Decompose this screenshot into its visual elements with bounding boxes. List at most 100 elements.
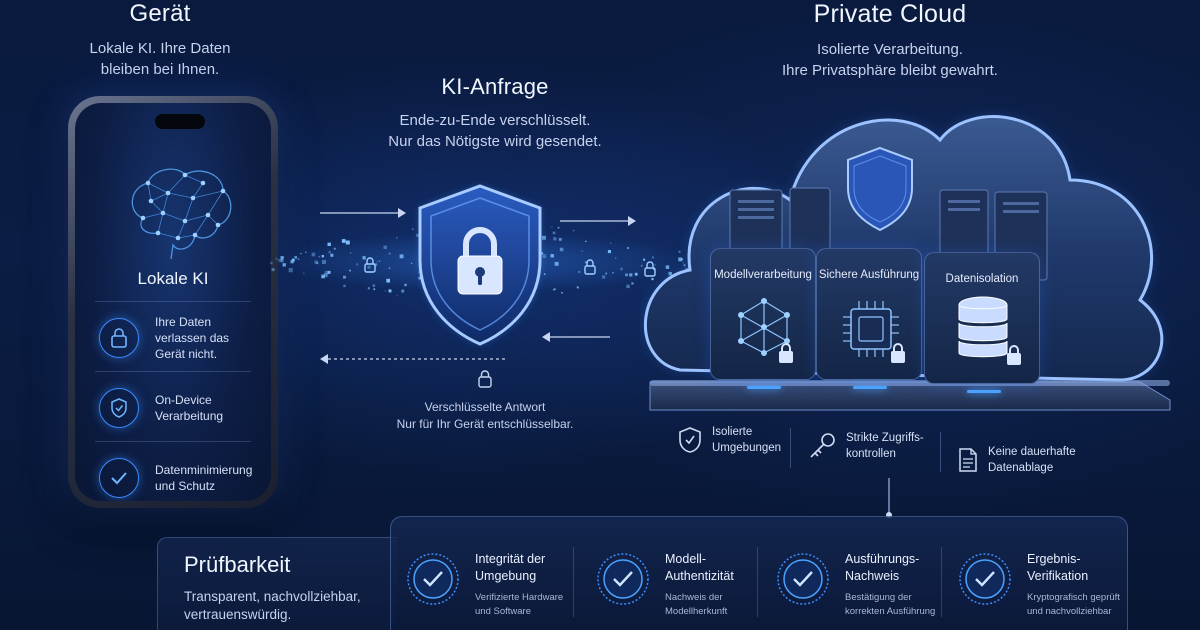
stream-particle [291, 258, 294, 261]
stream-particle [345, 240, 350, 245]
phone-notch [155, 114, 205, 129]
stream-particle [543, 273, 546, 275]
status-light [747, 386, 781, 389]
stream-particle [631, 282, 634, 285]
response-line2: Nur für Ihr Gerät entschlüsselbar. [396, 417, 574, 431]
stream-particle [396, 237, 398, 239]
stream-particle [605, 272, 607, 275]
stream-particle [367, 265, 371, 269]
stream-particle [328, 250, 331, 254]
feature-line: Strikte Zugriffs- [846, 432, 924, 444]
stream-particle [552, 288, 555, 291]
shield-check-icon [679, 427, 701, 453]
stream-particle [550, 254, 554, 258]
device-title: Gerät [129, 0, 191, 27]
stream-particle [343, 284, 346, 288]
feature-line: Verarbeitung [155, 409, 224, 423]
stream-particle [356, 263, 359, 266]
stream-particle [609, 242, 612, 244]
stream-particle [318, 255, 320, 258]
stream-particle [553, 288, 556, 291]
cloud-feature-access: Strikte Zugriffs- kontrollen [808, 430, 924, 462]
document-icon [959, 448, 977, 472]
stream-particle [376, 261, 378, 263]
stream-particle [374, 263, 378, 267]
stream-particle [388, 289, 392, 293]
stream-particle [625, 273, 628, 277]
stream-particle [653, 268, 656, 271]
cloud-title: Private Cloud [813, 0, 967, 28]
stream-particle [602, 275, 606, 279]
phone-feature-text: Ihre Daten verlassen das Gerät nicht. [155, 314, 229, 362]
audit-item-title: Integrität der [475, 552, 546, 566]
request-title: KI-Anfrage [441, 74, 549, 99]
request-header: KI-Anfrage Ende-zu-Ende verschlüsselt. N… [350, 74, 640, 152]
module-label: Modellverarbeitung [714, 269, 812, 281]
stream-particle [561, 292, 563, 294]
stream-particle [578, 271, 581, 273]
stream-particle [294, 256, 297, 259]
stream-particle [634, 272, 638, 276]
audit-item-desc: und Software [475, 606, 531, 617]
feature-line: On-Device [155, 393, 212, 407]
stream-particle [682, 262, 684, 264]
phone-feature-text: On-Device Verarbeitung [155, 392, 223, 424]
stream-particle [629, 273, 633, 277]
audit-subtitle: Transparent, nachvollziehbar, vertrauens… [184, 588, 361, 624]
stream-particle [553, 237, 557, 241]
divider [95, 441, 251, 442]
stream-particle [418, 271, 420, 273]
check-circle-icon [777, 553, 829, 605]
check-circle-icon [597, 553, 649, 605]
chip-icon [843, 301, 905, 363]
stream-particle [542, 254, 547, 258]
stream-particle [379, 260, 381, 262]
stream-particle [305, 251, 307, 254]
divider [940, 432, 941, 472]
audit-item-title: Modell- [665, 552, 706, 566]
stream-particle [418, 276, 422, 280]
stream-particle [640, 264, 643, 267]
stream-particle [627, 247, 630, 250]
stream-particle [396, 295, 398, 297]
network-icon [738, 298, 793, 363]
arrow-left-dashed-icon [320, 354, 508, 364]
stream-particle [303, 272, 305, 275]
stream-particle [581, 250, 583, 252]
divider [941, 547, 942, 617]
audit-item-title: Authentizität [665, 569, 734, 583]
stream-particle [542, 235, 546, 240]
stream-particle [367, 287, 370, 290]
stream-particle [559, 247, 564, 252]
audit-item-desc: Kryptografisch geprüft [1027, 592, 1120, 603]
stream-particle [321, 259, 326, 264]
check-icon [99, 458, 139, 498]
stream-particle [297, 258, 300, 260]
stream-particle [280, 259, 284, 263]
stream-particle [626, 284, 630, 289]
stream-particle [584, 261, 587, 264]
cloud-subtitle-line1: Isolierte Verarbeitung. [817, 41, 963, 58]
device-subtitle-line1: Lokale KI. Ihre Daten [89, 40, 231, 57]
device-subtitle-line2: bleiben bei Ihnen. [100, 61, 220, 78]
cloud-subtitle-line2: Ihre Privatsphäre bleibt gewahrt. [782, 62, 998, 79]
module-model-processing: Modellverarbeitung [710, 248, 816, 389]
arrow-right-icon [560, 216, 636, 226]
device-header: Gerät Lokale KI. Ihre Daten bleiben bei … [60, 0, 260, 80]
stream-particle [651, 278, 654, 281]
stream-particle [290, 260, 294, 264]
stream-particle [330, 253, 334, 257]
audit-title: Prüfbarkeit [184, 552, 291, 577]
stream-particle [270, 261, 273, 265]
stream-particle [362, 256, 366, 260]
stream-particle [321, 274, 325, 279]
stream-particle [327, 270, 331, 274]
shield-lock-icon [418, 184, 542, 346]
stream-particle [412, 228, 414, 230]
phone-feature-on-device: On-Device Verarbeitung [99, 375, 269, 441]
stream-particle [612, 272, 614, 274]
feature-line: Umgebungen [712, 442, 782, 454]
audit-item-desc: Nachweis der [665, 592, 723, 603]
